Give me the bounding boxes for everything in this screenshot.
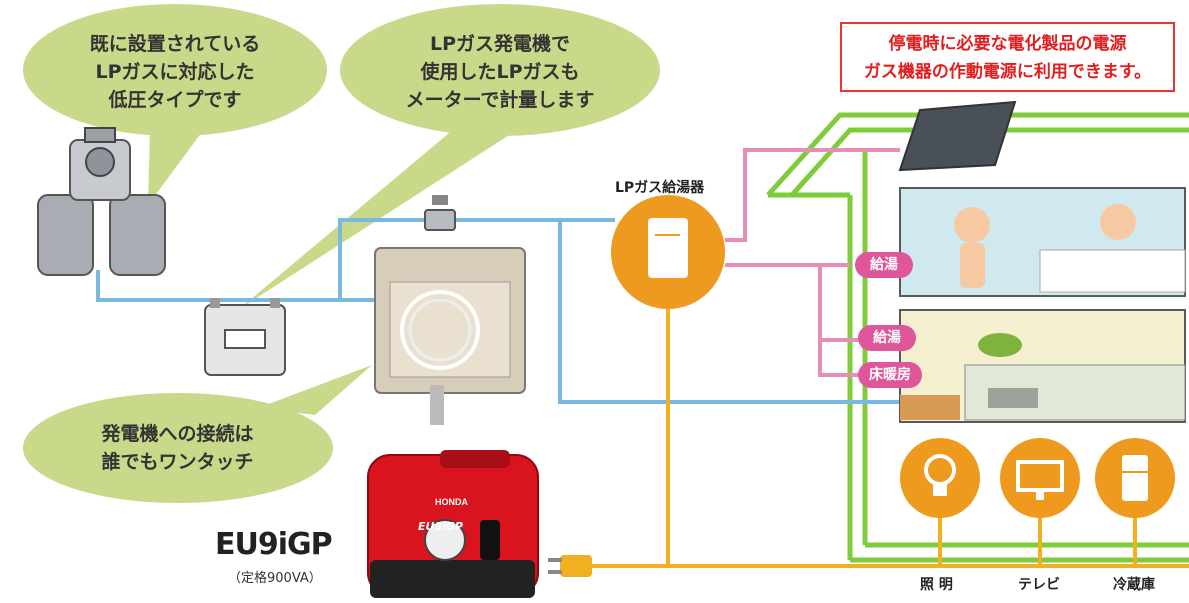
bubble-line: 発電機への接続は bbox=[101, 423, 254, 445]
bubble-line: 誰でもワンタッチ bbox=[101, 451, 254, 473]
appliance-label-tv: テレビ bbox=[1018, 577, 1060, 593]
generator-model: EU9iGP bbox=[215, 527, 333, 562]
notice-line: ガス機器の作動電源に利用できます。 bbox=[863, 62, 1152, 82]
generator-rating: （定格900VA） bbox=[228, 571, 322, 586]
pill-bath-hot-water: 給湯 bbox=[855, 252, 913, 278]
gas-cylinders bbox=[37, 127, 166, 276]
light-appliance bbox=[900, 438, 980, 518]
bubble-connection bbox=[23, 365, 372, 503]
bubble-line: 使用したLPガスも bbox=[420, 61, 580, 83]
pill-kitchen-hot-water: 給湯 bbox=[858, 325, 916, 351]
generator: HONDA bbox=[367, 450, 539, 598]
bubble-line: LPガス発電機で bbox=[429, 33, 571, 55]
appliance-label-fridge: 冷蔵庫 bbox=[1113, 577, 1155, 593]
outage-notice: 停電時に必要な電化製品の電源 ガス機器の作動電源に利用できます。 bbox=[840, 22, 1175, 92]
power-plug bbox=[548, 555, 592, 577]
bubble-line: 既に設置されている bbox=[89, 33, 261, 55]
bubble-line: メーターで計量します bbox=[405, 89, 595, 111]
solar-panel bbox=[898, 100, 1017, 172]
gas-meter bbox=[204, 298, 286, 376]
power-lines bbox=[590, 300, 1189, 568]
generator-badge: EU9iGP bbox=[418, 520, 463, 533]
kitchen-scene bbox=[899, 309, 1186, 423]
bubble-connection-text: 発電機への接続は 誰でもワンタッチ bbox=[45, 420, 310, 476]
generator-brand-text: HONDA bbox=[435, 497, 468, 507]
water-heater bbox=[611, 195, 725, 309]
tv-appliance bbox=[1000, 438, 1080, 518]
water-heater-label: LPガス給湯器 bbox=[615, 180, 705, 196]
gas-valve bbox=[424, 195, 456, 231]
hot-water-lines bbox=[725, 148, 900, 377]
bubble-lpg-supply bbox=[23, 4, 327, 205]
bubble-line: LPガスに対応した bbox=[95, 61, 255, 83]
fridge-appliance bbox=[1095, 438, 1175, 518]
bubble-meter-text: LPガス発電機で 使用したLPガスも メーターで計量します bbox=[355, 30, 645, 114]
bubble-line: 低圧タイプです bbox=[108, 89, 242, 111]
connection-box bbox=[374, 247, 526, 425]
bathroom-scene bbox=[899, 187, 1186, 297]
appliance-label-light: 照 明 bbox=[920, 577, 953, 593]
bubble-lpg-supply-text: 既に設置されている LPガスに対応した 低圧タイプです bbox=[40, 30, 310, 114]
notice-line: 停電時に必要な電化製品の電源 bbox=[888, 34, 1127, 54]
pill-floor-heating: 床暖房 bbox=[858, 362, 922, 388]
